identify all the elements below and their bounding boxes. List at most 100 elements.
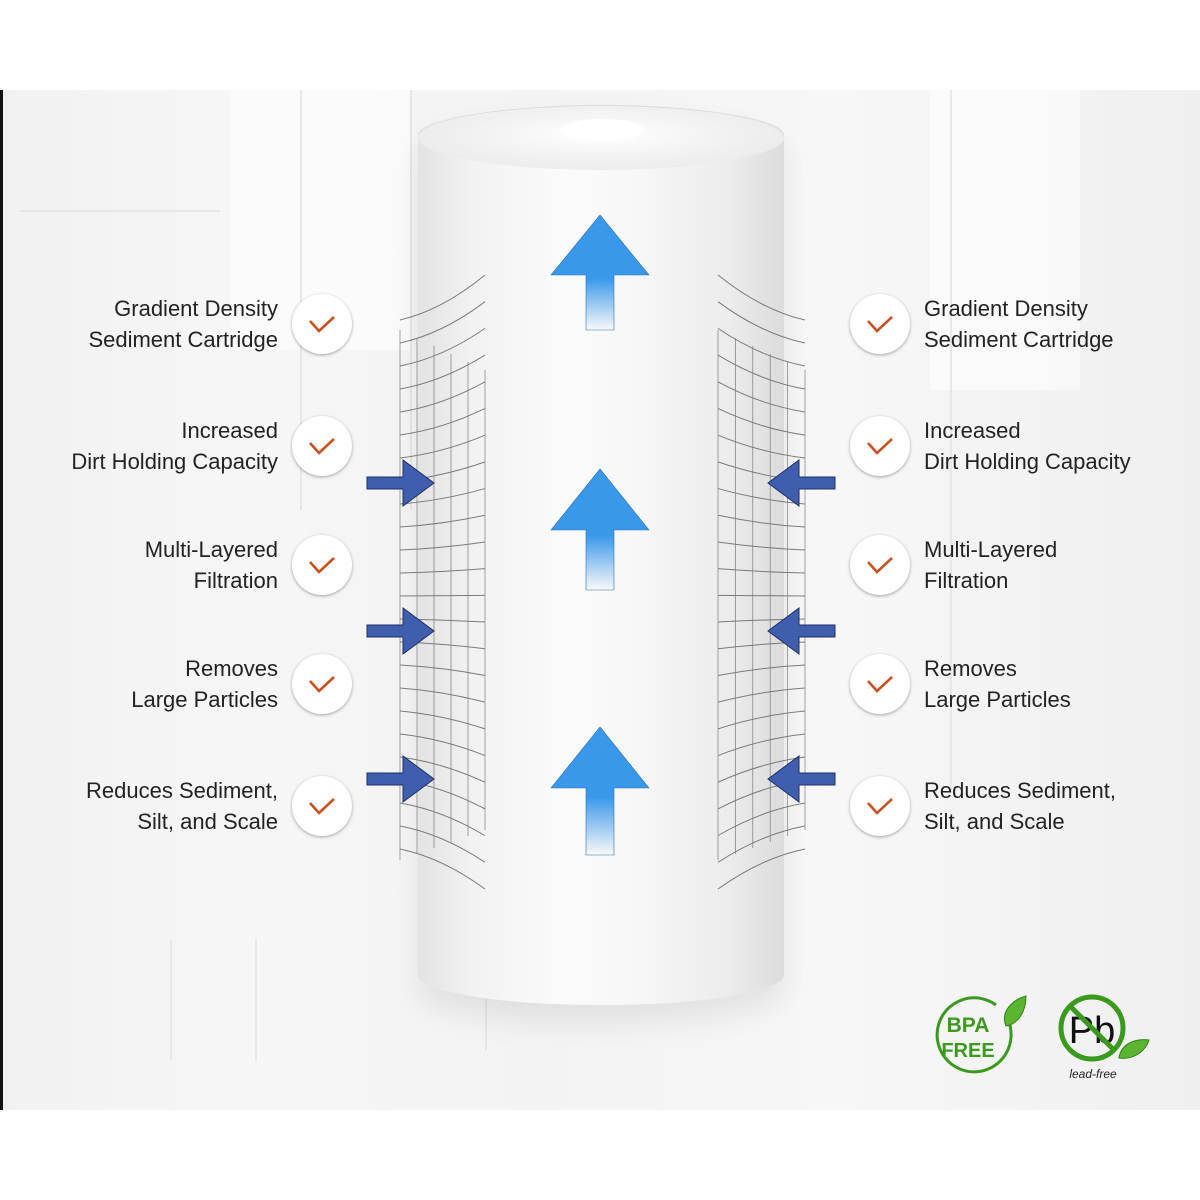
inflow-arrow-left-2-icon [366,607,435,655]
mesh-fiber [717,381,806,413]
mesh-fiber [717,664,806,676]
mesh-fiber [399,756,486,783]
feature-label: Gradient Density [924,296,1088,321]
check-icon [309,438,335,455]
check-badge [850,776,910,836]
mesh-fiber [399,434,486,459]
mesh-fiber [717,408,806,436]
mesh-fiber [717,327,806,367]
mesh-fiber [717,568,806,574]
filter-mesh-left [399,274,486,890]
inflow-arrow-right-2-icon [767,607,836,655]
mesh-fiber [399,381,486,413]
bpa-free-badge: BPA FREE [935,995,1027,1074]
mesh-fiber [399,848,486,890]
mesh-fiber [399,710,486,730]
mesh-fiber [399,733,486,757]
mesh-fiber [717,274,806,321]
feature-label: Multi-Layered [924,537,1058,562]
check-badge [292,294,352,354]
feature-label: Silt, and Scale [924,809,1065,834]
mesh-fiber [399,802,486,837]
mesh-fiber [399,354,486,390]
check-icon [309,798,335,815]
mesh-fiber [399,664,486,676]
check-icon [867,316,893,333]
mesh-fiber [399,488,486,505]
filter-mesh-right [717,274,806,890]
mesh-fiber [717,825,806,863]
mesh-fiber [399,825,486,863]
background-line [20,210,220,212]
prohibition-slash [1068,1004,1116,1052]
check-badge [292,535,352,595]
mesh-fiber [717,434,806,459]
background-line [410,90,412,510]
mesh-fiber [717,733,806,757]
mesh-fiber [399,541,486,551]
feature-label: Filtration [924,568,1009,593]
feature-label: Removes [924,656,1017,681]
feature-label: Multi-Layered [144,537,278,562]
mesh-fiber [717,710,806,730]
feature-label: Reduces Sediment, [86,778,278,803]
mesh-fiber [399,568,486,574]
feature-left-5: Reduces Sediment, Silt, and Scale [86,775,352,837]
inflow-arrow-right-3-icon [767,755,836,803]
mesh-fiber [717,594,806,597]
check-badge [292,416,352,476]
feature-label: Removes [185,656,278,681]
check-icon [867,557,893,574]
mesh-fiber [399,408,486,436]
badge-ring [935,996,1013,1074]
mesh-fiber [717,514,806,528]
inflow-arrow-left-3-icon [366,755,435,803]
lead-free-caption: lead-free [1069,1067,1117,1081]
feature-label: Large Particles [131,687,278,712]
check-badge [850,654,910,714]
background-line [300,90,302,510]
check-icon [867,798,893,815]
inflow-arrow-right-1-icon [767,459,836,507]
feature-label: Sediment Cartridge [924,327,1114,352]
mesh-fiber [399,594,486,597]
mesh-fiber [399,301,486,344]
bpa-text: BPA [947,1014,990,1037]
feature-right-5: Reduces Sediment,Silt, and Scale [850,775,1116,837]
check-icon [309,316,335,333]
background-chair-leg [170,940,172,1060]
background-line [950,90,952,790]
feature-label: Dirt Holding Capacity [924,449,1131,474]
mesh-fiber [717,848,806,890]
mesh-fiber [399,687,486,703]
feature-label: Gradient Density [114,296,278,321]
leaf-icon [1118,1039,1150,1059]
cartridge-center-hole [560,119,645,141]
feature-label: Sediment Cartridge [88,327,278,352]
mesh-fiber [717,354,806,390]
background-window [930,90,1080,390]
mesh-fiber [717,301,806,344]
mesh-fiber [399,274,486,321]
check-badge [292,776,352,836]
mesh-fiber [717,541,806,551]
mesh-fiber [399,327,486,367]
feature-label: Increased [181,418,278,443]
prohibition-ring [1058,994,1126,1062]
background-chair-leg [255,940,257,1060]
check-badge [850,294,910,354]
feature-label: Silt, and Scale [137,809,278,834]
flow-arrow-middle-icon [550,468,650,591]
flow-arrow-top-icon [550,214,650,331]
leaf-icon [1004,995,1027,1027]
inflow-arrow-left-1-icon [366,459,435,507]
check-badge [292,654,352,714]
